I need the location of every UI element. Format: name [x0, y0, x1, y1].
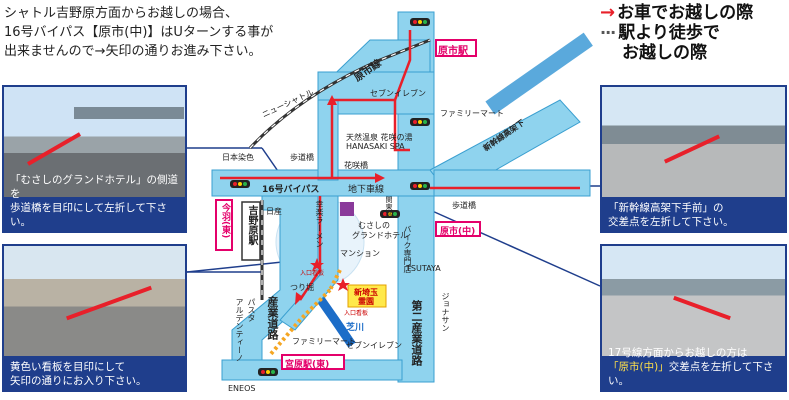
street-photo-4 — [602, 246, 785, 356]
photo-top-right-caption: 「新幹線高架下手前」の 交差点を左折して下さい。 — [602, 199, 785, 231]
yoshinohara-station-tag — [241, 201, 261, 261]
hotel-label-1: むさしの — [358, 221, 390, 230]
caption-line-1: 黄色い看板を目印にして — [10, 361, 126, 373]
entrance-sign-label-2: 入口看板 — [344, 310, 369, 317]
underground-label: 地下車線 — [348, 185, 385, 195]
photo-bottom-left-caption: 黄色い看板を目印にして 矢印の通りにお入り下さい。 — [4, 358, 185, 390]
caption-line-1: 17号線方面からお越しの方は — [608, 347, 748, 359]
entrance-star-icon-1 — [310, 258, 324, 271]
photo-top-left-caption: 「むさしのグランドホテル」の側道を 歩道橋を目印にして左折して下さい。 — [4, 171, 185, 231]
cemetery-label-1: 新埼玉 — [354, 288, 378, 297]
legend: → お車でお越しの際 ··· 駅より徒歩で お越しの際 — [600, 2, 754, 64]
sangyo-road-label: 産業道路 — [266, 296, 279, 340]
street-photo-2 — [4, 246, 185, 356]
legend-car: → お車でお越しの際 — [600, 2, 754, 24]
daini-sangyo-label: 第二産業道路 — [410, 300, 423, 366]
koyama-ramen-label: 幸楽ラーメン — [315, 200, 324, 248]
photo-bottom-left: 黄色い看板を目印にして 矢印の通りにお入り下さい。 — [2, 244, 187, 392]
legend-car-label: お車でお越しの際 — [617, 3, 754, 23]
nippon-shiki-label: 日本染色 — [222, 153, 254, 162]
legend-walk-label-2: お越しの際 — [622, 43, 707, 63]
intro-text: シャトル吉野原方面からお越しの場合、 16号バイパス【原市(中)】はUターンする… — [4, 4, 334, 61]
car-route — [220, 30, 580, 301]
street-photo-1 — [4, 87, 185, 197]
shinkansen-viaduct — [485, 32, 593, 115]
photo-top-left: 「むさしのグランドホテル」の側道を 歩道橋を目印にして左折して下さい。 — [2, 85, 187, 233]
tsutaya-label: TSUTAYA — [406, 264, 441, 273]
red-arrow-icon: → — [600, 2, 616, 23]
seven-eleven-top-label: セブンイレブン — [370, 89, 426, 98]
hodokyo-left-label: 歩道橋 — [290, 153, 314, 162]
street-photo-3 — [602, 87, 785, 197]
caption-line-2: 矢印の通りにお入り下さい。 — [10, 375, 147, 387]
miyahara-station-label: 宮原駅(東) — [285, 360, 330, 370]
shibakawa-label: 芝川 — [346, 323, 365, 333]
haraichi-naka-tag — [435, 221, 481, 237]
bypass16-label: 16号バイパス — [262, 185, 320, 195]
haraichi-station-tag — [435, 39, 477, 57]
photo-top-right: 「新幹線高架下手前」の 交差点を左折して下さい。 — [600, 85, 787, 233]
alldentino-label: アルデンティーノ — [235, 298, 244, 362]
imaba-tag — [215, 199, 233, 251]
kanedo-label: 関東県 — [385, 196, 393, 217]
legend-walk-2: お越しの際 — [600, 43, 753, 63]
tsurugaya-label: つり堀 — [290, 283, 314, 292]
intro-line-3: 出来ませんので→矢印の通りお進み下さい。 — [4, 44, 262, 59]
road-network — [211, 11, 591, 383]
mansion-label: マンション — [340, 249, 380, 258]
onsen-label-1: 天然温泉 花咲の湯 — [346, 133, 413, 142]
pasta-label: パスタ — [247, 298, 256, 322]
nissan-label: 日産 — [266, 207, 282, 216]
entrance-star-icon-2 — [336, 278, 350, 291]
legend-walk: ··· 駅より徒歩で — [600, 23, 753, 43]
eneos-label: ENEOS — [228, 384, 256, 393]
caption-rest: 交差点を左折して下さい。 — [608, 361, 774, 387]
jonasan-label: ジョナサン — [441, 292, 450, 332]
onsen-label-2: HANASAKI SPA — [346, 142, 405, 151]
legend-walk-label-1: 駅より徒歩で — [618, 23, 720, 43]
walk-route — [268, 288, 332, 357]
hodokyo-right-label: 歩道橋 — [452, 201, 476, 210]
intro-line-2: 16号バイパス【原市(中)】はUターンする事が — [4, 25, 274, 40]
bike-shop-label: バイク専門店 — [403, 225, 412, 273]
traffic-light-icons — [230, 18, 430, 376]
caption-highlight: 「原市(中)」 — [608, 361, 669, 373]
caption-line-1: 「新幹線高架下手前」の — [608, 202, 724, 214]
cemetery-label-2: 霊園 — [358, 297, 374, 306]
entrance-sign-label-1: 入口看板 — [300, 270, 325, 277]
hotel-label-2: グランドホテル — [352, 231, 408, 240]
intro-line-1: シャトル吉野原方面からお越しの場合、 — [4, 6, 239, 21]
hotel-marker — [340, 202, 354, 216]
seven-eleven-bottom-label: セブンイレブン — [346, 341, 402, 350]
miyahara-station-tag — [281, 354, 345, 370]
caption-line-2: 歩道橋を目印にして左折して下さい。 — [10, 202, 167, 228]
photo-bottom-right-caption: 17号線方面からお越しの方は 「原市(中)」交差点を左折して下さい。 — [602, 344, 785, 390]
haraichi-station-label: 原市駅 — [438, 46, 468, 57]
familymart-bottom-label: ファミリーマート — [292, 337, 356, 346]
photo-bottom-right: 17号線方面からお越しの方は 「原市(中)」交差点を左折して下さい。 — [600, 244, 787, 392]
familymart-top-label: ファミリーマート — [440, 109, 504, 118]
cemetery-marker — [347, 284, 387, 308]
caption-line-2: 交差点を左折して下さい。 — [608, 216, 734, 228]
yoshinohara-station-label: 吉野原駅 — [246, 205, 257, 245]
haraichi-naka-label: 原市(中) — [440, 227, 476, 237]
dotted-line-icon: ··· — [600, 23, 616, 42]
caption-line-1: 「むさしのグランドホテル」の側道を — [10, 174, 178, 200]
caption-line-2: 「原市(中)」交差点を左折して下さい。 — [608, 360, 779, 388]
hanasaki-bridge-label: 花咲橋 — [344, 161, 368, 170]
imaba-label: 今羽(東) — [220, 203, 230, 239]
